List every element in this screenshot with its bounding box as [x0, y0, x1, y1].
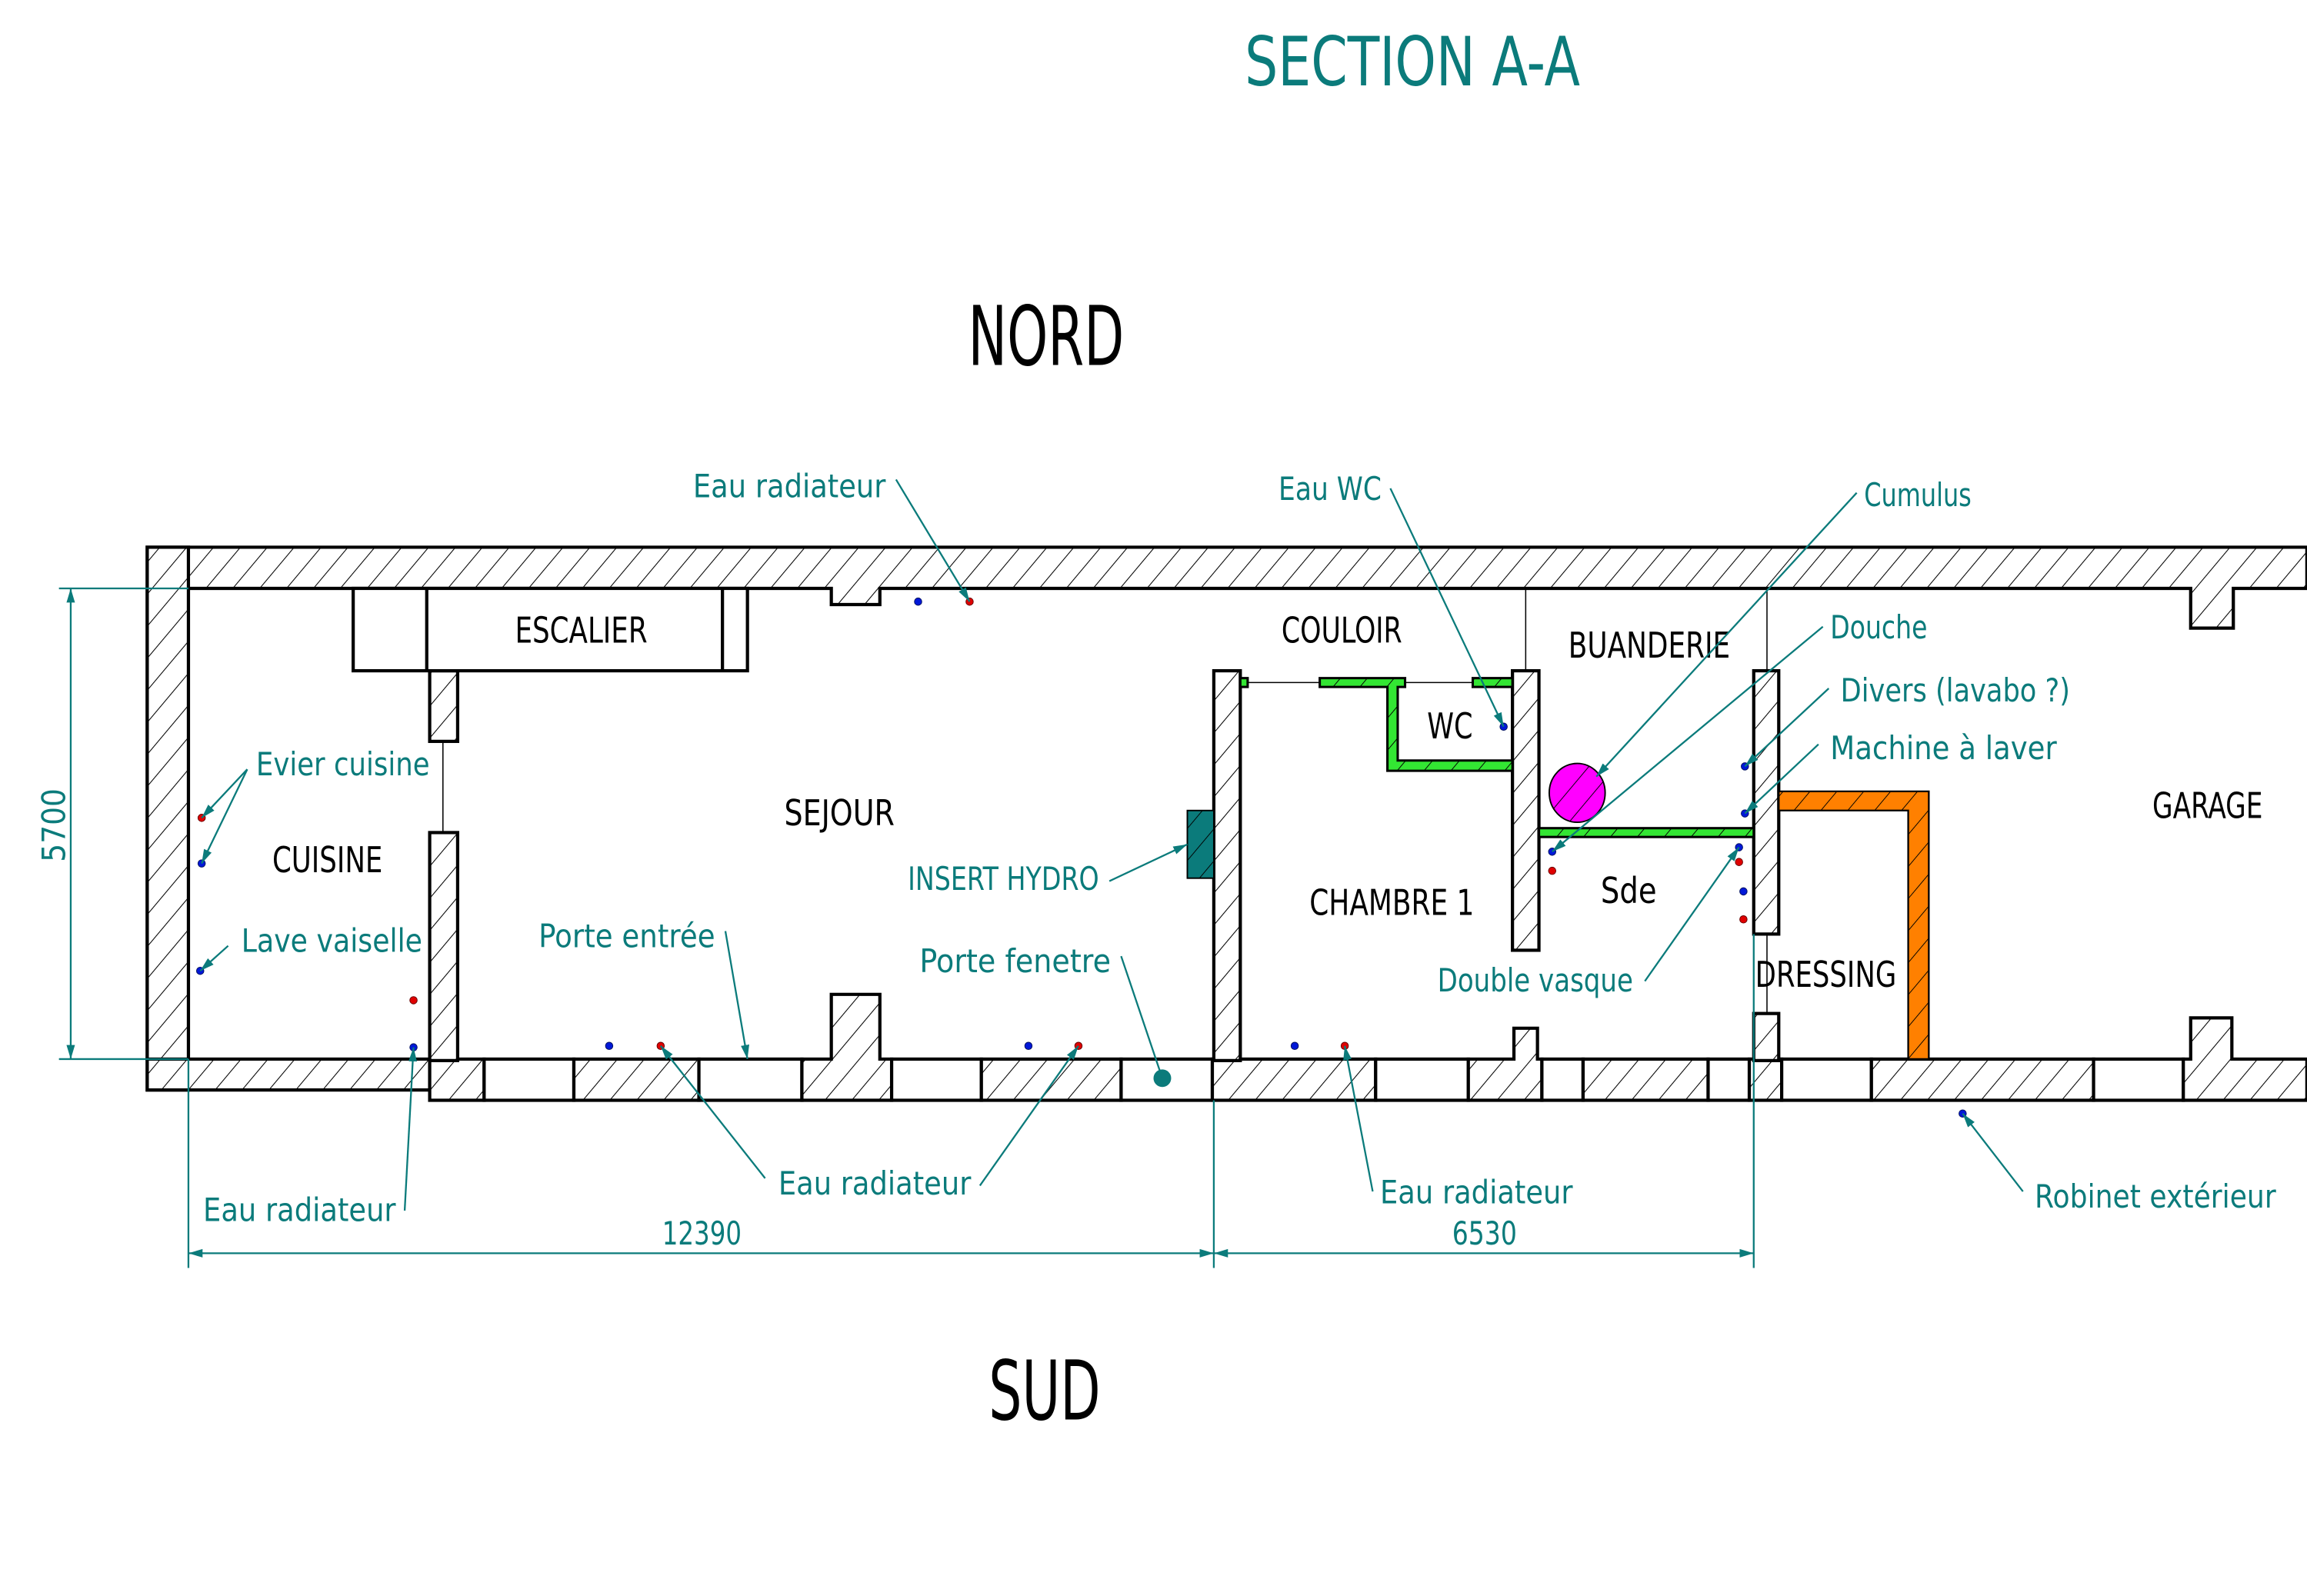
window-3: [1374, 1057, 1470, 1102]
note-porte-fenetre: Porte fenetre: [919, 942, 1111, 980]
room-sde: Sde: [1601, 870, 1657, 911]
south-pillar: [800, 992, 894, 1102]
insert-hydro: [1186, 809, 1215, 879]
room-wc: WC: [1427, 705, 1472, 747]
window-4: [1540, 1057, 1585, 1102]
cuisine-wall-lower: [428, 831, 460, 1062]
window-1: [482, 1057, 576, 1102]
note-machine-a-laver: Machine à laver: [1830, 729, 2057, 767]
note-divers: Divers (lavabo ?): [1841, 671, 2070, 709]
note-lave-vaisselle: Lave vaiselle: [242, 921, 422, 959]
door-entree: [697, 1057, 804, 1102]
window-2: [889, 1057, 983, 1102]
cold-water-point: [1499, 722, 1508, 731]
note-double-vasque: Double vasque: [1438, 961, 1633, 999]
wc-partition-right: [1471, 677, 1514, 688]
note-eau-radiateur-nord: Eau radiateur: [693, 467, 886, 505]
south-label: SUD: [988, 1344, 1100, 1440]
room-dressing: DRESSING: [1755, 954, 1897, 995]
room-chambre-1: CHAMBRE 1: [1309, 882, 1474, 924]
cuisine-wall-upper: [428, 668, 460, 743]
garage-door: [2092, 1057, 2185, 1102]
section-title: SECTION A-A: [1245, 22, 1580, 102]
dressing-wall-stub: [1752, 1011, 1781, 1062]
south-wall-seg: [1581, 1057, 1710, 1102]
note-eau-radiateur-cuisine: Eau radiateur: [203, 1191, 396, 1228]
north-label: NORD: [968, 289, 1125, 385]
south-wall-seg: [1210, 1057, 1378, 1102]
note-cumulus: Cumulus: [1864, 476, 1972, 514]
wc-buanderie-wall: [1511, 668, 1541, 952]
cold-water-point: [605, 1041, 614, 1051]
cold-water-point: [197, 859, 206, 868]
window-5: [1706, 1057, 1752, 1102]
south-wall-cuisine: [145, 1057, 432, 1092]
south-pillar-garage: [2182, 1016, 2307, 1102]
south-wall-seg: [572, 1057, 701, 1102]
room-garage: GARAGE: [2152, 785, 2262, 826]
room-buanderie: BUANDERIE: [1569, 625, 1730, 666]
south-wall: [428, 1057, 486, 1102]
note-eau-radiateur-sejour: Eau radiateur: [778, 1165, 972, 1202]
chambre-partition-stub: [1239, 677, 1249, 688]
note-douche: Douche: [1830, 608, 1927, 646]
south-wall-seg: [979, 1057, 1123, 1102]
note-insert-hydro: INSERT HYDRO: [908, 860, 1099, 898]
cold-water-point: [1739, 887, 1748, 896]
sejour-chambre-wall: [1212, 668, 1242, 1062]
window-6: [1780, 1057, 1873, 1102]
cold-water-point: [914, 597, 922, 606]
cumulus-tank: [1548, 762, 1606, 824]
note-porte-entree: Porte entrée: [538, 918, 715, 955]
room-couloir: COULOIR: [1282, 610, 1402, 651]
hot-water-point: [1735, 858, 1743, 866]
annotation-leaders: [199, 478, 2024, 1211]
escalier-block: [352, 586, 749, 673]
cold-water-point: [1290, 1041, 1299, 1051]
hot-water-point: [409, 996, 418, 1005]
south-pillar: [1466, 1026, 1544, 1102]
note-eau-wc: Eau WC: [1279, 470, 1382, 508]
dressing-partition: [1778, 790, 1930, 1061]
note-eau-radiateur-chambre: Eau radiateur: [1380, 1173, 1573, 1211]
room-escalier: ESCALIER: [515, 610, 648, 651]
note-evier-cuisine: Evier cuisine: [256, 745, 430, 783]
cold-water-point: [1024, 1041, 1033, 1051]
sde-partition: [1538, 827, 1755, 838]
hot-water-point: [1548, 866, 1557, 875]
dimension-lines: [58, 587, 1755, 1268]
dimension-width-left: 12390: [662, 1214, 742, 1252]
dimension-width-right: 6530: [1452, 1214, 1517, 1252]
dimension-height: 5700: [35, 788, 72, 862]
room-sejour: SEJOUR: [784, 792, 894, 834]
note-robinet-exterieur: Robinet extérieur: [2035, 1178, 2276, 1215]
south-wall-seg: [1869, 1057, 2095, 1102]
wc-partition: [1319, 677, 1514, 772]
hot-water-point: [1739, 915, 1748, 924]
west-wall: [145, 545, 191, 1092]
room-cuisine: CUISINE: [272, 839, 382, 881]
